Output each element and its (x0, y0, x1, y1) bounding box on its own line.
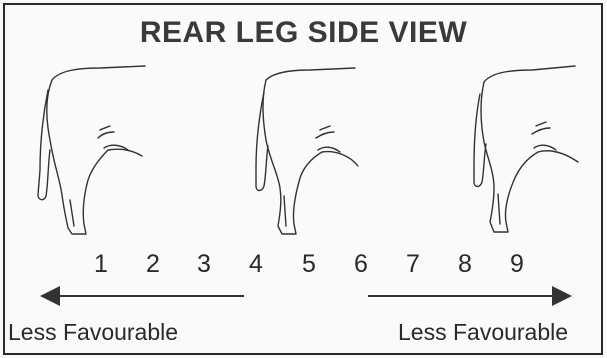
scale-number: 1 (94, 250, 108, 279)
scale-number: 9 (510, 250, 524, 279)
scale-number: 2 (146, 250, 160, 279)
scale-number: 8 (458, 250, 472, 279)
right-caption: Less Favourable (398, 319, 568, 346)
scale-number: 3 (197, 250, 211, 279)
scale-number: 5 (302, 250, 316, 279)
cow-rear-leg-straight-icon (474, 66, 578, 232)
scale-number: 7 (406, 250, 420, 279)
scale-number: 4 (249, 250, 263, 279)
cow-rear-leg-intermediate-icon (256, 68, 358, 234)
left-caption: Less Favourable (8, 319, 178, 346)
cow-rear-leg-sickle-icon (38, 66, 145, 234)
scale-number: 6 (354, 250, 368, 279)
